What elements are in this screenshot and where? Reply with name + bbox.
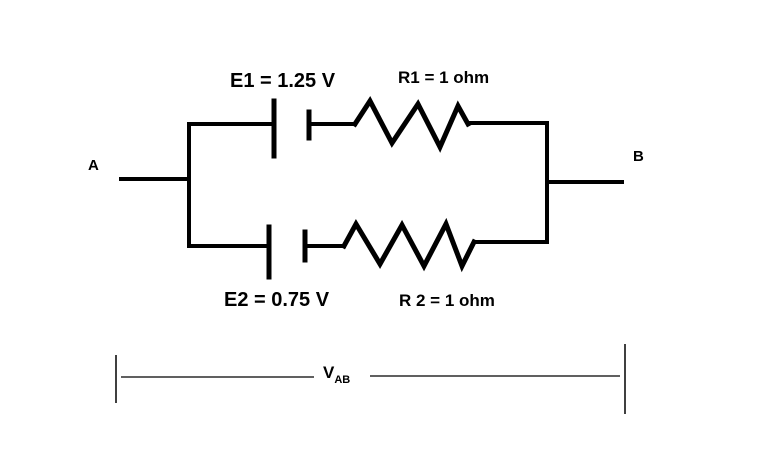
- r1-label: R1 = 1 ohm: [398, 68, 490, 87]
- node-a-label: A: [88, 157, 99, 174]
- vab-label-main: V: [323, 363, 335, 382]
- e1-label: E1 = 1.25 V: [230, 70, 336, 92]
- e2-label: E2 = 0.75 V: [224, 289, 330, 311]
- r2-label: R 2 = 1 ohm: [399, 291, 495, 310]
- resistor-r2: [340, 217, 478, 273]
- node-b-label: B: [633, 148, 644, 165]
- resistor-r1: [351, 96, 472, 153]
- vab-label-subscript: AB: [334, 374, 351, 386]
- vab-label: VAB: [323, 363, 350, 386]
